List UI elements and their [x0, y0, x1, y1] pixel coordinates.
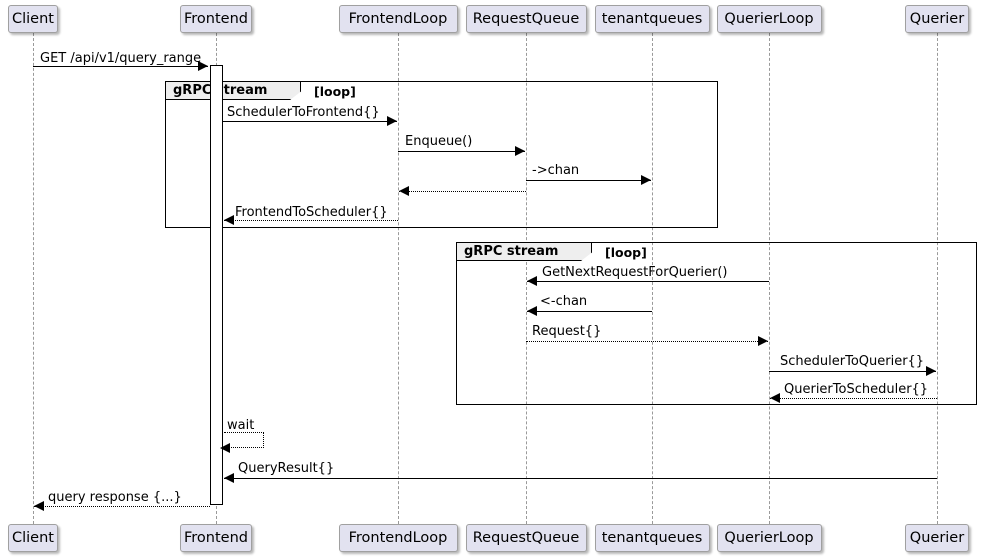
- msg-get-next-request-arrowhead: [527, 276, 537, 286]
- lifeline-tenantqueues: [652, 33, 653, 524]
- msg-scheduler-to-frontend-line: [223, 121, 397, 122]
- msg-query-result-arrowhead: [224, 473, 234, 483]
- frame-tab-0: gRPC stream: [165, 81, 301, 100]
- msg-query-response-line: [34, 506, 210, 507]
- participant-tenantqueues-bottom[interactable]: tenantqueues: [594, 524, 710, 552]
- participant-querier-top[interactable]: Querier: [905, 5, 969, 33]
- msg-enqueue-line: [398, 151, 525, 152]
- msg-scheduler-to-querier-arrowhead: [926, 366, 936, 376]
- msg-querier-to-scheduler-line: [770, 398, 937, 399]
- msg-enqueue-arrowhead: [515, 146, 525, 156]
- msg-from-chan-line: [527, 311, 652, 312]
- msg-to-chan-arrowhead: [641, 175, 651, 185]
- msg-query-result-label: QueryResult{}: [238, 461, 335, 476]
- participant-querier-bottom[interactable]: Querier: [905, 524, 969, 552]
- msg-to-chan-line: [526, 180, 651, 181]
- msg-request-line: [526, 341, 768, 342]
- lifeline-querier: [937, 33, 938, 524]
- msg-request-arrowhead: [758, 336, 768, 346]
- participant-querierloop-top[interactable]: QuerierLoop: [716, 5, 822, 33]
- msg-scheduler-to-querier-label: SchedulerToQuerier{}: [780, 354, 925, 369]
- lifeline-requestqueue: [526, 33, 527, 524]
- msg-request-label: Request{}: [532, 324, 602, 339]
- msg-get-query-range-line: [33, 66, 208, 67]
- msg-scheduler-to-querier-line: [769, 371, 936, 372]
- participant-requestqueue-bottom[interactable]: RequestQueue: [465, 524, 587, 552]
- participant-requestqueue-top[interactable]: RequestQueue: [465, 5, 587, 33]
- msg-get-query-range-arrowhead: [198, 61, 208, 71]
- participant-frontendloop-bottom[interactable]: FrontendLoop: [338, 524, 458, 552]
- msg-enqueue-label: Enqueue(): [405, 134, 473, 149]
- msg-querier-to-scheduler-arrowhead: [770, 393, 780, 403]
- frame-condition-1: [loop]: [605, 245, 647, 260]
- participant-frontend-bottom[interactable]: Frontend: [180, 524, 252, 552]
- msg-enqueue-return-line: [399, 191, 526, 192]
- msg-scheduler-to-frontend-label: SchedulerToFrontend{}: [227, 105, 380, 120]
- msg-frontend-to-scheduler-line: [224, 220, 398, 221]
- msg-get-next-request-line: [527, 281, 769, 282]
- participant-client-bottom[interactable]: Client: [8, 524, 58, 552]
- msg-get-query-range-label: GET /api/v1/query_range: [40, 51, 202, 66]
- msg-from-chan-label: <-chan: [540, 294, 588, 309]
- msg-from-chan-arrowhead: [527, 306, 537, 316]
- frontend-activation: [210, 65, 223, 505]
- msg-query-response-arrowhead: [34, 501, 44, 511]
- msg-frontend-to-scheduler-label: FrontendToScheduler{}: [235, 205, 388, 220]
- msg-wait-box: [224, 432, 264, 448]
- msg-scheduler-to-frontend-arrowhead: [387, 116, 397, 126]
- participant-client-top[interactable]: Client: [8, 5, 58, 33]
- lifeline-querierloop: [769, 33, 770, 524]
- msg-get-next-request-label: GetNextRequestForQuerier(): [542, 265, 728, 280]
- frame-tab-1: gRPC stream: [456, 242, 592, 261]
- lifeline-frontendloop: [398, 33, 399, 524]
- msg-query-response-label: query response {...}: [48, 490, 182, 505]
- frame-0: [165, 81, 718, 228]
- msg-to-chan-label: ->chan: [532, 163, 580, 178]
- frame-condition-0: [loop]: [314, 84, 356, 99]
- participant-tenantqueues-top[interactable]: tenantqueues: [594, 5, 710, 33]
- lifeline-client: [33, 33, 34, 524]
- msg-enqueue-return-arrowhead: [399, 186, 409, 196]
- msg-wait-arrowhead: [220, 443, 230, 453]
- msg-query-result-line: [224, 478, 937, 479]
- msg-querier-to-scheduler-label: QuerierToScheduler{}: [784, 382, 929, 397]
- participant-frontend-top[interactable]: Frontend: [180, 5, 252, 33]
- participant-querierloop-bottom[interactable]: QuerierLoop: [716, 524, 822, 552]
- participant-frontendloop-top[interactable]: FrontendLoop: [338, 5, 458, 33]
- msg-wait-label: wait: [227, 418, 255, 433]
- msg-frontend-to-scheduler-arrowhead: [224, 215, 234, 225]
- frame-1: [456, 242, 977, 405]
